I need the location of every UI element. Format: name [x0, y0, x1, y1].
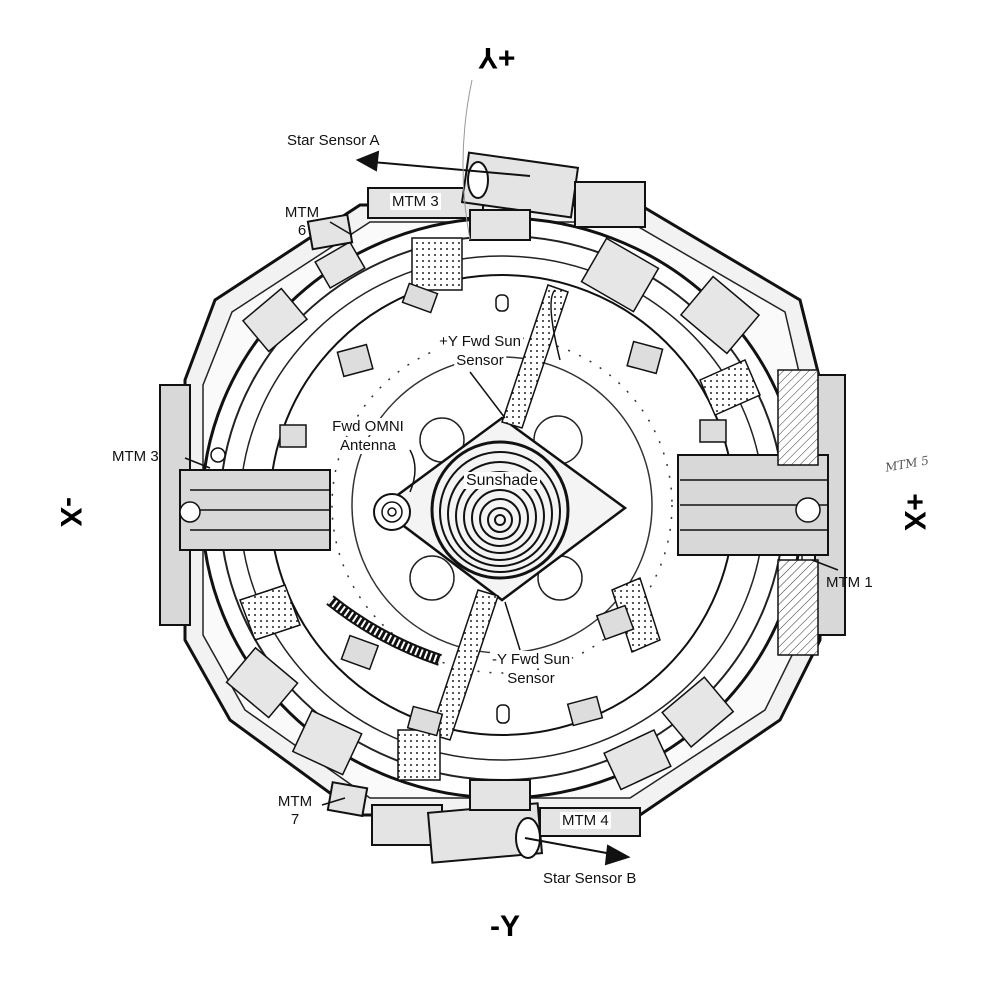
- deck-brackets: [279, 282, 727, 737]
- mtm3-left-label: MTM 3: [112, 448, 159, 465]
- top-assembly: [306, 151, 646, 251]
- ring-equipment: [225, 237, 761, 791]
- dotted-panels: [239, 237, 761, 781]
- star-sensor-a-arrow: [355, 150, 531, 177]
- side-mount-detail: [179, 447, 828, 588]
- sensor-posts: [495, 294, 510, 724]
- minus-y-sun-sensor-label-line1: -Y Fwd Sun: [489, 651, 573, 668]
- axis-plus-x-label: +X: [897, 493, 931, 531]
- plus-y-sun-sensor-label-line1: +Y Fwd Sun: [437, 333, 523, 350]
- sunshade-rings: [430, 440, 570, 580]
- mtm1-label: MTM 1: [826, 574, 873, 591]
- axis-minus-y-label: -Y: [490, 910, 520, 943]
- sunshade-label: Sunshade: [463, 472, 541, 489]
- port-sw: [409, 555, 455, 601]
- star-sensor-a-label: Star Sensor A: [287, 132, 380, 149]
- mtm7-label-line1: MTM: [277, 793, 313, 810]
- minus-y-sun-sensor-label-line2: Sensor: [505, 670, 557, 687]
- star-sensor-b-arrow: [524, 837, 631, 866]
- mtm6-label-line2: 6: [297, 222, 307, 239]
- omni-antenna-label-line2: Antenna: [338, 437, 398, 454]
- omni-antenna-label-line1: Fwd OMNI: [330, 418, 406, 435]
- mtm6-label-line1: MTM: [284, 204, 320, 221]
- plus-y-sun-sensor-label-line2: Sensor: [454, 352, 506, 369]
- axis-plus-y-label: +Y: [478, 41, 516, 74]
- mtm7-label-line2: 7: [290, 811, 300, 828]
- leader-lines: [184, 221, 839, 806]
- mtm4-label: MTM 4: [560, 812, 611, 829]
- axis-minus-x-label: -X: [54, 497, 87, 527]
- right-hatched-blocks: [777, 369, 819, 656]
- mtm3-top-label: MTM 3: [390, 193, 441, 210]
- pencil-line: [462, 79, 473, 241]
- bolt-circle-outer: [331, 336, 673, 674]
- omni-antenna: [373, 493, 411, 531]
- bottom-assembly: [326, 779, 641, 864]
- star-sensor-b-label: Star Sensor B: [543, 870, 637, 887]
